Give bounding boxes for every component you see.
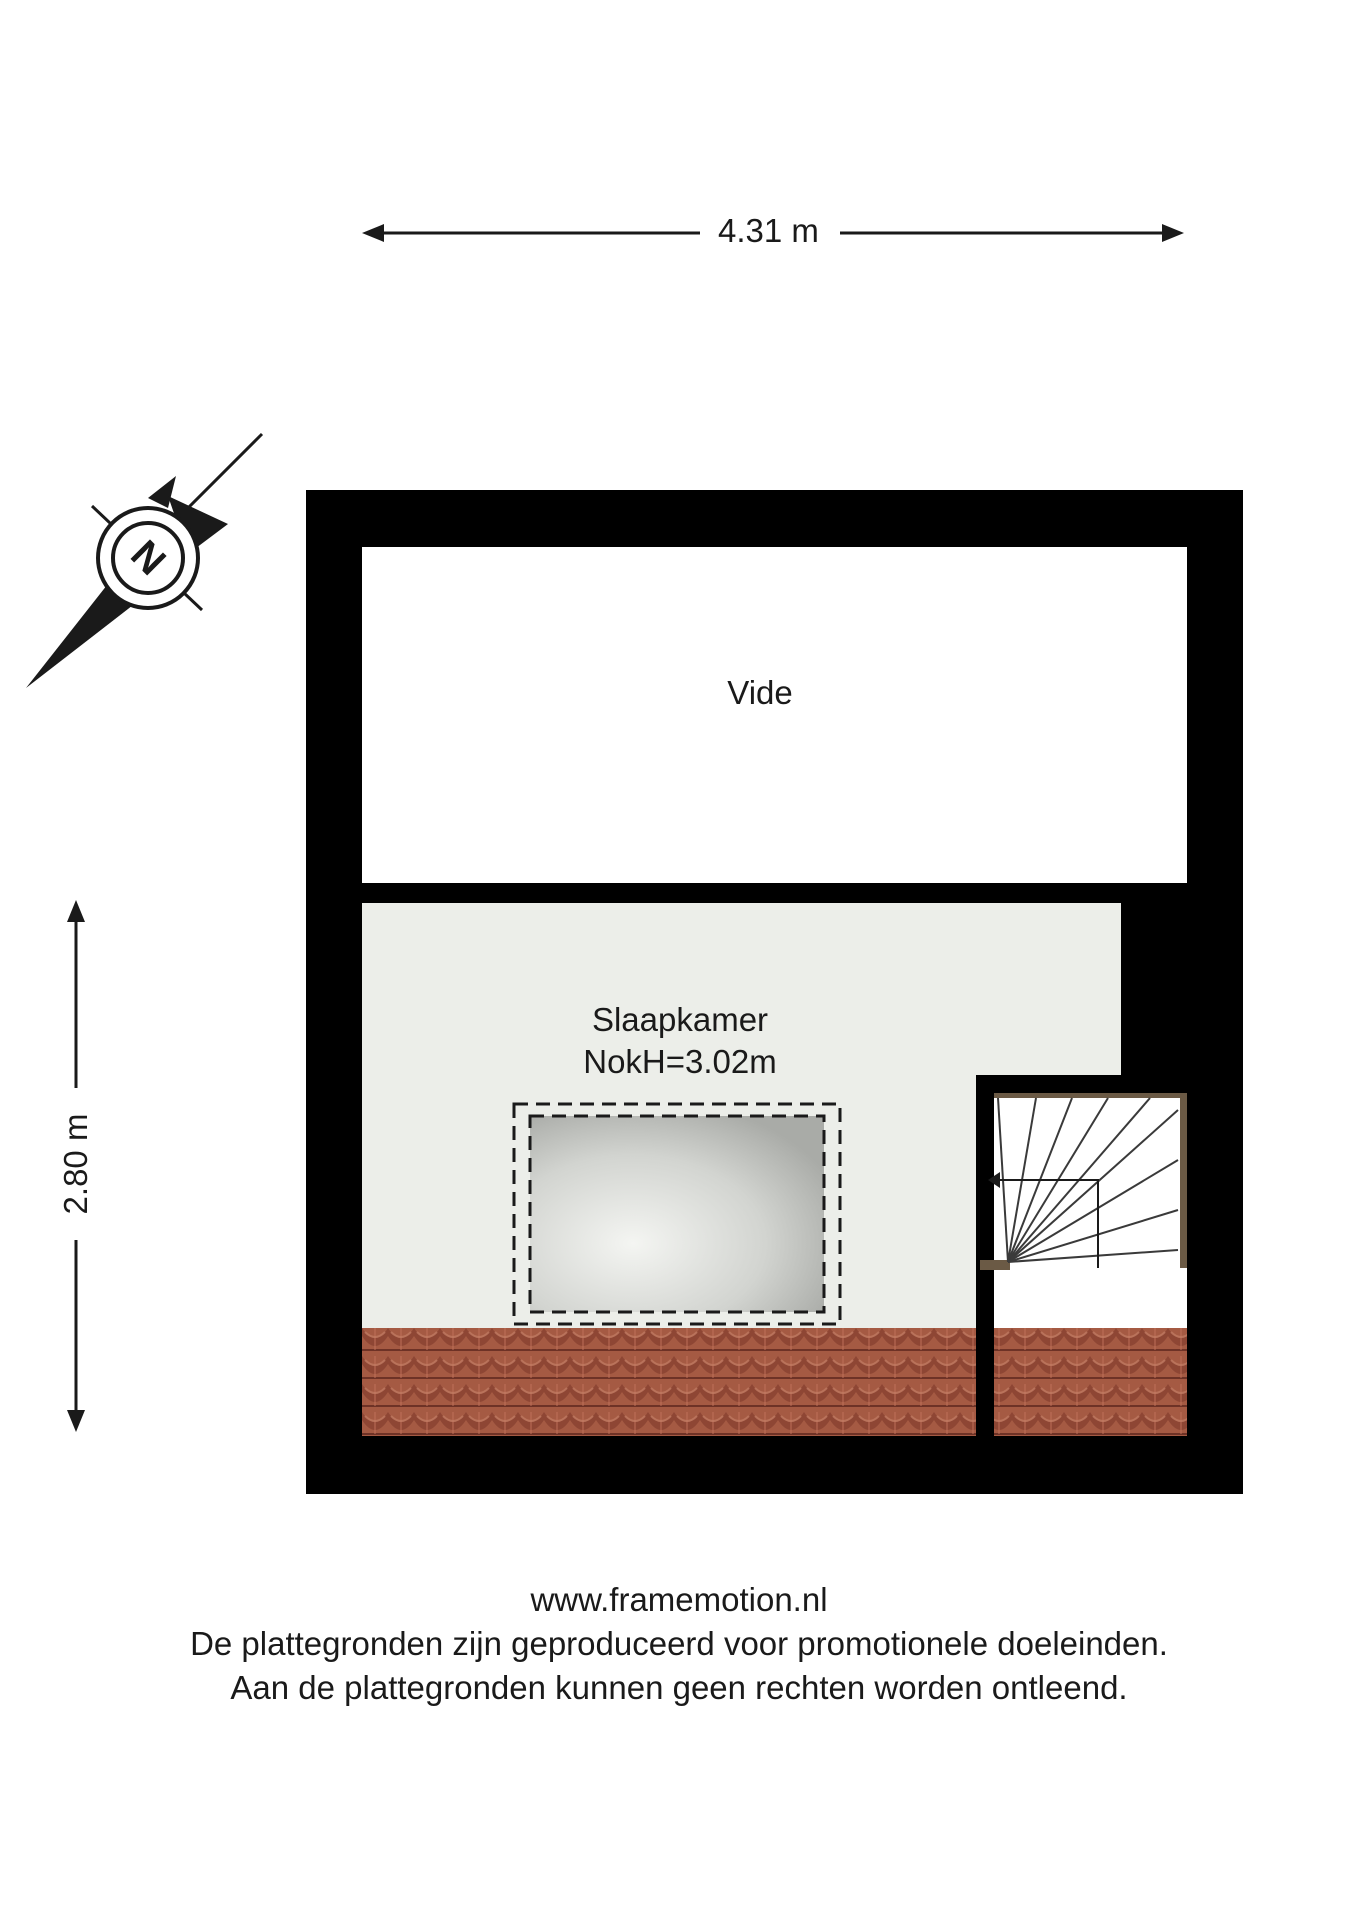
footer-disclaimer-line2: Aan de plattegronden kunnen geen rechten… <box>230 1669 1128 1706</box>
vide-label: Vide <box>727 674 793 711</box>
vide-room <box>362 547 1187 883</box>
footer-disclaimer-line1: De plattegronden zijn geproduceerd voor … <box>190 1625 1168 1662</box>
roof-tiles-right <box>994 1328 1187 1436</box>
height-dimension-label: 2.80 m <box>57 1105 95 1223</box>
width-dimension-line <box>362 224 1184 242</box>
width-dimension-label: 4.31 m <box>710 212 827 250</box>
skylight <box>512 1102 842 1326</box>
slaapkamer-height-label: NokH=3.02m <box>583 1043 777 1080</box>
height-dimension-line <box>67 900 85 1432</box>
roof-tiles-left <box>362 1328 976 1436</box>
staircase <box>976 1075 1187 1436</box>
north-arrow-icon: N <box>26 432 264 688</box>
slaapkamer-label: Slaapkamer <box>591 1001 769 1038</box>
footer-website: www.framemotion.nl <box>530 1581 828 1618</box>
